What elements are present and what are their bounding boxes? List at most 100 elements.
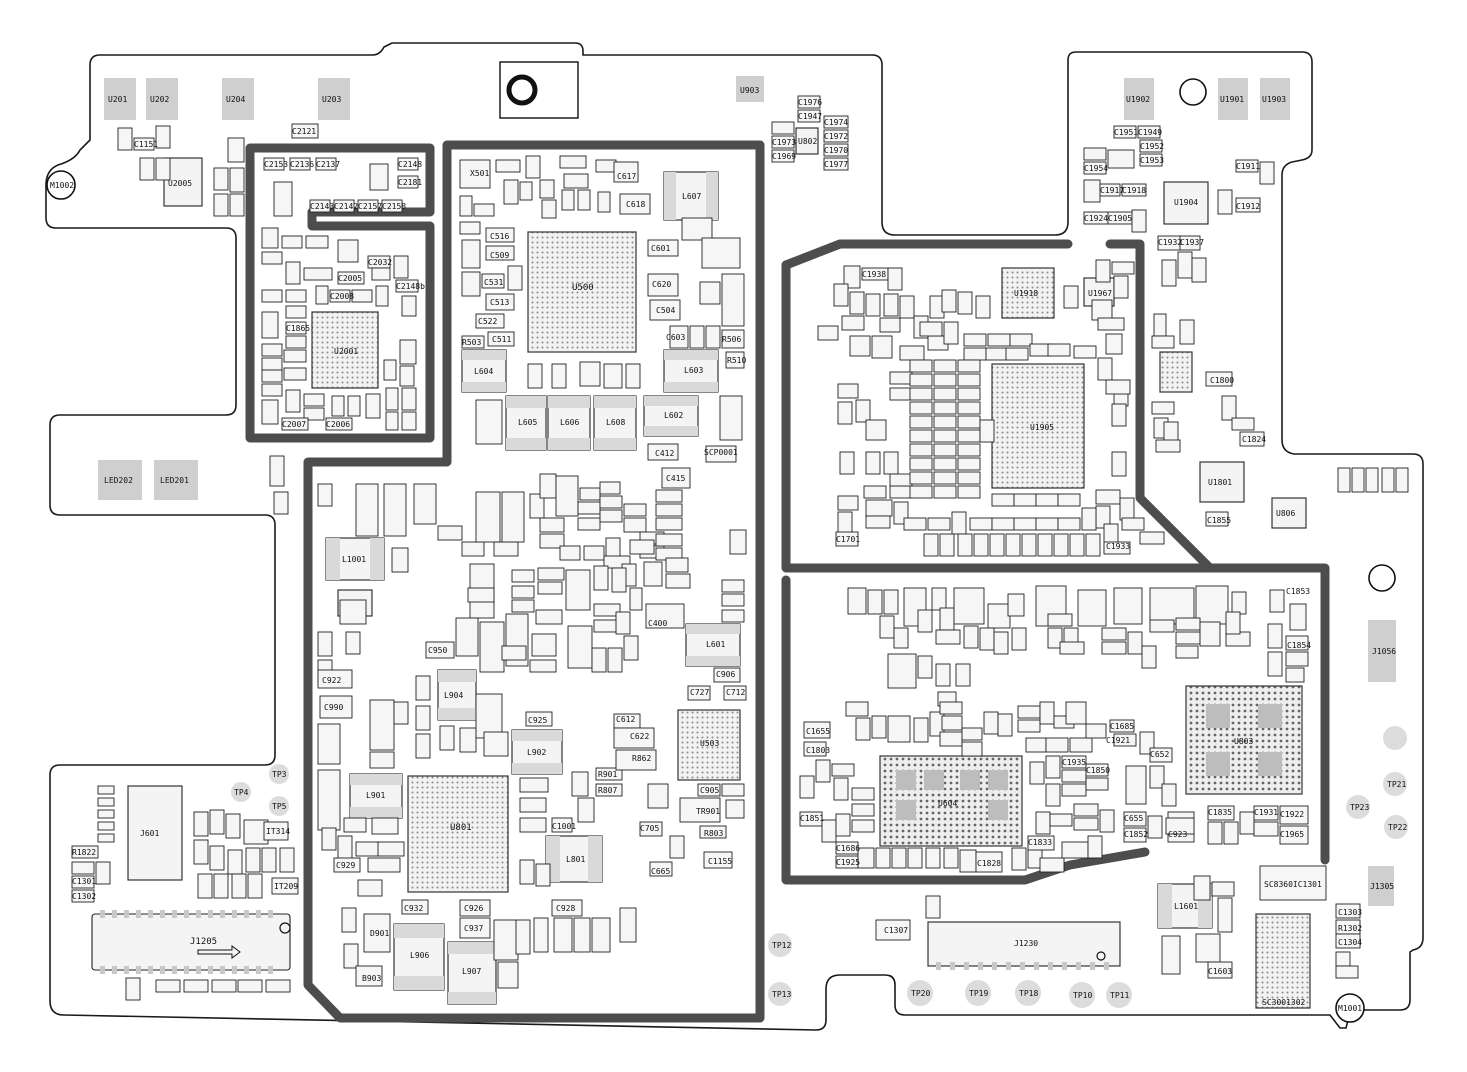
shield-cans — [245, 140, 1330, 1023]
refdes-tp10: TP10 — [1073, 991, 1092, 1000]
major-ics: U500 U2001 U801 U503 U604 U803 U1905 U19… — [311, 181, 1311, 1009]
refdes-r862: R862 — [632, 754, 651, 763]
refdes-c1970: C1970 — [824, 146, 848, 155]
refdes-c1905: C1905 — [1108, 214, 1132, 223]
refdes-led201: LED201 — [160, 476, 189, 485]
refdes-u1902: U1902 — [1126, 95, 1150, 104]
refdes-tp22: TP22 — [1388, 823, 1407, 832]
refdes-tr901: TR901 — [696, 807, 720, 816]
refdes-c1828: C1828 — [977, 859, 1001, 868]
refdes-c2157: C2157 — [358, 202, 382, 211]
refdes-c2007: C2007 — [282, 420, 306, 429]
refdes-tp13: TP13 — [772, 990, 791, 999]
refdes-c1925: C1925 — [836, 858, 860, 867]
refdes-c929: C929 — [336, 861, 355, 870]
small-passives-right-can — [817, 259, 1409, 557]
refdes-j1205: J1205 — [190, 937, 217, 947]
refdes-u1918: U1918 — [1014, 289, 1038, 298]
refdes-c617: C617 — [617, 172, 636, 181]
pin1-marker-icon — [1096, 951, 1106, 961]
refdes-c1307: C1307 — [884, 926, 908, 935]
leds: LED202 LED201 — [98, 460, 198, 500]
refdes-sc3001302: SC3001302 — [1262, 998, 1306, 1007]
refdes-l907: L907 — [462, 967, 481, 976]
refdes-c1655: C1655 — [806, 727, 830, 736]
refdes-u203: U203 — [322, 95, 341, 104]
refdes-c2136: C2136 — [290, 160, 314, 169]
refdes-c1918: C1918 — [1122, 186, 1146, 195]
refdes-c923: C923 — [1168, 830, 1187, 839]
refdes-c665: C665 — [651, 867, 670, 876]
refdes-l1601: L1601 — [1174, 902, 1198, 911]
refdes-c622: C622 — [630, 732, 649, 741]
refdes-c509: C509 — [490, 251, 509, 260]
refdes-c1854: C1854 — [1287, 641, 1311, 650]
refdes-tp23: TP23 — [1350, 803, 1369, 812]
refdes-l607: L607 — [682, 192, 701, 201]
refdes-c1938: C1938 — [862, 270, 886, 279]
refdes-c1850: C1850 — [1086, 766, 1110, 775]
refdes-c652: C652 — [1150, 750, 1169, 759]
refdes-l604: L604 — [474, 367, 493, 376]
refdes-l603: L603 — [684, 366, 703, 375]
refdes-c1937: C1937 — [1180, 238, 1204, 247]
refdes-c705: C705 — [640, 824, 659, 833]
mount-hole-label: M1001 — [1338, 1004, 1362, 1013]
refdes-c1921: C1921 — [1106, 736, 1130, 745]
refdes-c926: C926 — [464, 904, 483, 913]
refdes-c1912: C1912 — [1236, 202, 1260, 211]
refdes-tp21: TP21 — [1387, 780, 1406, 789]
refdes-c1949: C1949 — [1138, 128, 1162, 137]
refdes-u2001: U2001 — [334, 347, 358, 356]
refdes-l801: L801 — [566, 855, 585, 864]
refdes-c2148b: C2148b — [396, 282, 425, 291]
refdes-c2143: C2143 — [310, 202, 334, 211]
refdes-c522: C522 — [478, 317, 497, 326]
refdes-sc8360ic1301: SC8360IC1301 — [1264, 880, 1322, 889]
refdes-c2142: C2142 — [334, 202, 358, 211]
refdes-c1947: C1947 — [798, 112, 822, 121]
refdes-u500: U500 — [572, 283, 594, 293]
refdes-c2137: C2137 — [316, 160, 340, 169]
small-passives-main-can — [317, 155, 747, 989]
refdes-u1903: U1903 — [1262, 95, 1286, 104]
refdes-u201: U201 — [108, 95, 127, 104]
refdes-u1901: U1901 — [1220, 95, 1244, 104]
refdes-u806: U806 — [1276, 509, 1295, 518]
refdes-c906: C906 — [716, 670, 735, 679]
refdes-c1931: C1931 — [1254, 808, 1278, 817]
refdes-it209: IT209 — [274, 882, 298, 891]
refdes-scp0001: SCP0001 — [704, 448, 738, 457]
refdes-l601: L601 — [706, 640, 725, 649]
refdes-c727: C727 — [690, 688, 709, 697]
tooling-hole — [1179, 78, 1207, 106]
refdes-c928: C928 — [556, 904, 575, 913]
refdes-u204: U204 — [226, 95, 245, 104]
component-labels: X501 D901 B903 TR901 R803 C1155 C665 C13… — [72, 98, 1362, 1007]
refdes-c1303: C1303 — [1338, 908, 1362, 917]
pin1-marker-icon — [279, 922, 291, 934]
refdes-c1685: C1685 — [1110, 722, 1134, 731]
refdes-c2148: C2148 — [398, 160, 422, 169]
refdes-c1304: C1304 — [1338, 938, 1362, 947]
refdes-l605: L605 — [518, 418, 537, 427]
refdes-tp5: TP5 — [272, 802, 287, 811]
refdes-c620: C620 — [652, 280, 671, 289]
refdes-u1905: U1905 — [1030, 423, 1054, 432]
refdes-c1833: C1833 — [1028, 838, 1052, 847]
refdes-r1822: R1822 — [72, 848, 96, 857]
refdes-r901: R901 — [598, 770, 617, 779]
refdes-tp3: TP3 — [272, 770, 287, 779]
refdes-c415: C415 — [666, 474, 685, 483]
refdes-c511: C511 — [492, 335, 511, 344]
refdes-c612: C612 — [616, 715, 635, 724]
mount-hole-m1002: M1002 — [46, 170, 76, 200]
refdes-c618: C618 — [626, 200, 645, 209]
refdes-c1800: C1800 — [1210, 376, 1234, 385]
refdes-c1932: C1932 — [1158, 238, 1182, 247]
refdes-c1953: C1953 — [1140, 156, 1164, 165]
refdes-c1972: C1972 — [824, 132, 848, 141]
refdes-r1302: R1302 — [1338, 924, 1362, 933]
refdes-c1151: C1151 — [134, 140, 158, 149]
small-passives-lower-left — [71, 455, 299, 1001]
